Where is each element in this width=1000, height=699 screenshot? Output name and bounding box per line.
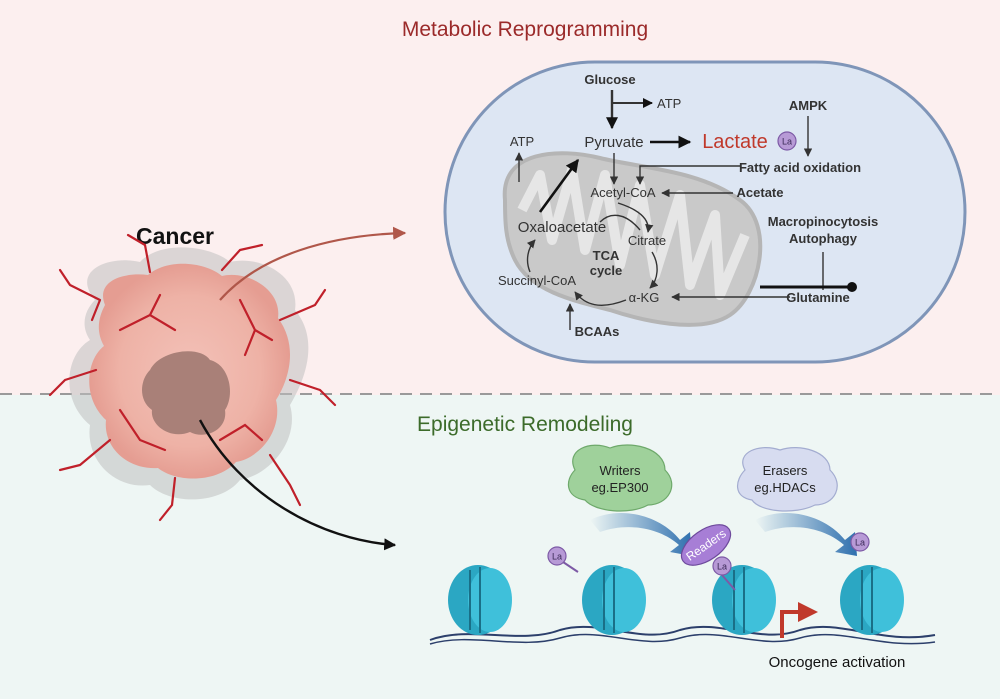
svg-text:La: La bbox=[782, 137, 792, 147]
glutamine-label: Glutamine bbox=[786, 290, 850, 305]
succinyl-coa-label: Succinyl-CoA bbox=[498, 273, 576, 288]
top-section-title: Metabolic Reprogramming bbox=[402, 18, 648, 41]
la-mark-free-right: La bbox=[850, 532, 870, 552]
tca-label-line2: cycle bbox=[590, 263, 623, 278]
fao-to-acetylcoa-arrow bbox=[635, 165, 740, 185]
transcription-start-arrowhead bbox=[798, 602, 818, 622]
autophagy-label: Autophagy bbox=[789, 231, 858, 246]
writers-curved-arrow bbox=[590, 512, 692, 556]
bcaas-label: BCAAs bbox=[575, 324, 620, 339]
succinylcoa-to-oxaloacetate-arrow bbox=[526, 239, 536, 273]
pyruvate-label: Pyruvate bbox=[584, 134, 643, 151]
citrate-to-akg-arrow bbox=[649, 251, 659, 289]
fatty-acid-oxidation-label: Fatty acid oxidation bbox=[739, 160, 861, 175]
svg-text:La: La bbox=[717, 562, 727, 572]
acetyl-coa-label: Acetyl-CoA bbox=[590, 185, 655, 200]
atp-left-label: ATP bbox=[510, 134, 534, 149]
cancer-label: Cancer bbox=[136, 223, 214, 249]
atp-top-label: ATP bbox=[657, 96, 681, 111]
lactate-la-badge: La bbox=[777, 131, 797, 151]
tumor-to-epigenetic-arrow bbox=[198, 419, 397, 551]
tca-label-line1: TCA bbox=[593, 248, 620, 263]
svg-text:Erasers: Erasers bbox=[763, 463, 808, 478]
mitochondrion bbox=[502, 151, 763, 327]
svg-text:La: La bbox=[855, 538, 865, 548]
akg-to-succinylcoa-arrow bbox=[574, 291, 627, 306]
citrate-label: Citrate bbox=[628, 233, 666, 248]
macropinocytosis-label: Macropinocytosis bbox=[768, 214, 879, 229]
nucleosome-1 bbox=[448, 565, 512, 635]
nucleosome-3 bbox=[712, 565, 776, 635]
akg-label: α-KG bbox=[629, 290, 660, 305]
acetylcoa-to-citrate-arrow bbox=[617, 202, 654, 233]
lactate-label: Lactate bbox=[702, 131, 768, 153]
oncogene-activation-label: Oncogene activation bbox=[769, 654, 906, 671]
erasers-enzyme: Erasers eg.HDACs bbox=[737, 447, 838, 512]
oxaloacetate-to-citrate-arrow bbox=[599, 214, 641, 231]
nucleosome-4 bbox=[840, 565, 904, 635]
dna-strand-2 bbox=[429, 633, 936, 645]
glucose-label: Glucose bbox=[584, 72, 635, 87]
glutamine-transporter-end bbox=[847, 282, 857, 292]
transcription-start-arrow bbox=[780, 610, 800, 638]
mito-to-pyruvate-arrow bbox=[538, 158, 580, 213]
tumor-to-metabolism-arrow bbox=[219, 226, 407, 301]
bottom-section-title: Epigenetic Remodeling bbox=[417, 413, 633, 436]
nucleosome-2 bbox=[582, 565, 646, 635]
tumor-illustration bbox=[48, 233, 337, 522]
svg-text:eg.EP300: eg.EP300 bbox=[591, 480, 648, 495]
erasers-curved-arrow bbox=[755, 512, 857, 556]
ampk-label: AMPK bbox=[789, 98, 828, 113]
svg-text:eg.HDACs: eg.HDACs bbox=[754, 480, 816, 495]
oxaloacetate-label: Oxaloacetate bbox=[518, 219, 606, 236]
svg-text:Writers: Writers bbox=[600, 463, 641, 478]
dna-strand bbox=[429, 625, 936, 641]
acetate-label: Acetate bbox=[737, 185, 784, 200]
la-mark-free-left: La bbox=[547, 546, 579, 573]
la-mark-bound: La bbox=[712, 556, 736, 591]
svg-text:La: La bbox=[552, 552, 562, 562]
writers-enzyme: Writers eg.EP300 bbox=[567, 444, 673, 512]
